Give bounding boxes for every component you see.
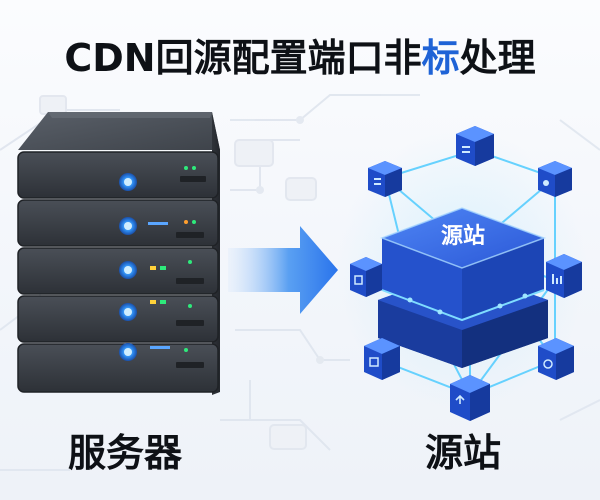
satellite-cube [368,161,402,197]
origin-network: 源站 [337,126,587,421]
title-highlight: 标 [421,36,460,80]
origin-main-block [378,207,548,368]
title-after: 处理 [459,36,536,80]
page-title: CDN回源配置端口非标处理 [0,34,600,82]
satellite-cube [538,338,574,380]
title-before: CDN回源配置端口非 [64,36,422,80]
origin-caption: 源站 [424,431,501,475]
satellite-cube [538,161,572,197]
satellite-cube [364,338,400,380]
server-rack [17,112,220,395]
satellite-cube [456,126,494,166]
satellite-cube [546,254,582,298]
satellite-cube [450,375,490,421]
satellite-cube [350,257,382,297]
server-unit [17,343,219,393]
server-unit [17,295,219,343]
flow-arrow [228,226,338,314]
background-circuit-lines [0,94,600,471]
origin-center-label: 源站 [441,224,485,249]
server-unit [17,199,219,247]
server-caption: 服务器 [67,431,182,475]
server-unit [17,247,219,295]
server-unit [17,151,219,199]
